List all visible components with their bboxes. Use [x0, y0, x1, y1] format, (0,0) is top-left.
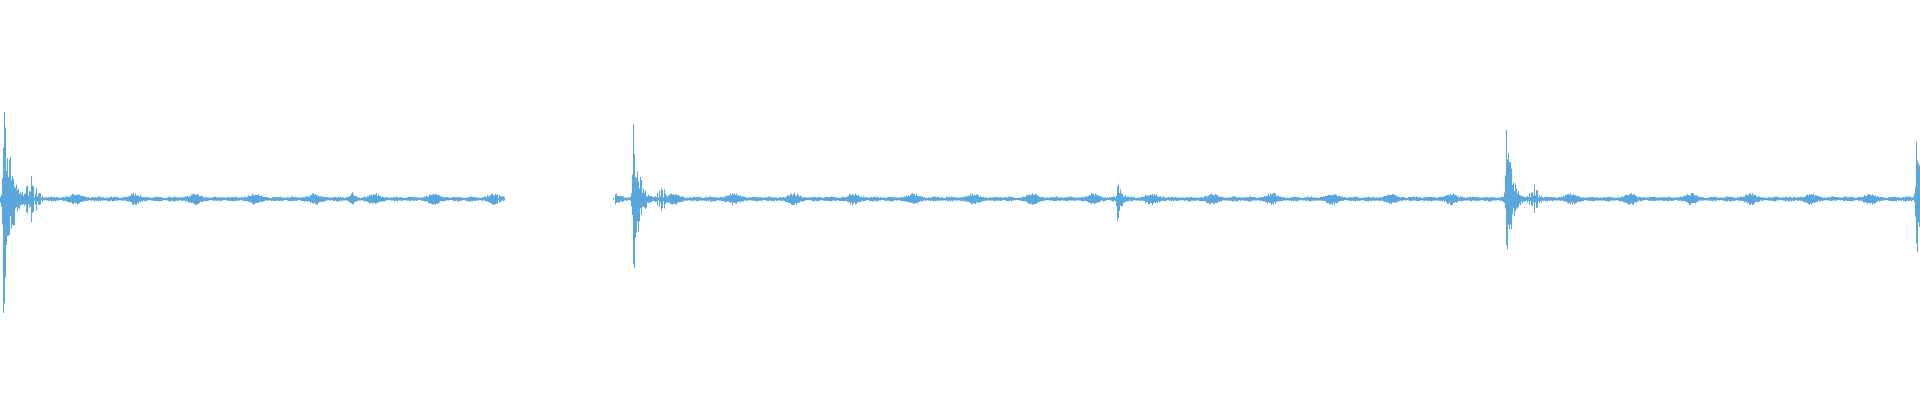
waveform-trace	[0, 112, 1920, 313]
waveform-channel	[0, 112, 1920, 313]
